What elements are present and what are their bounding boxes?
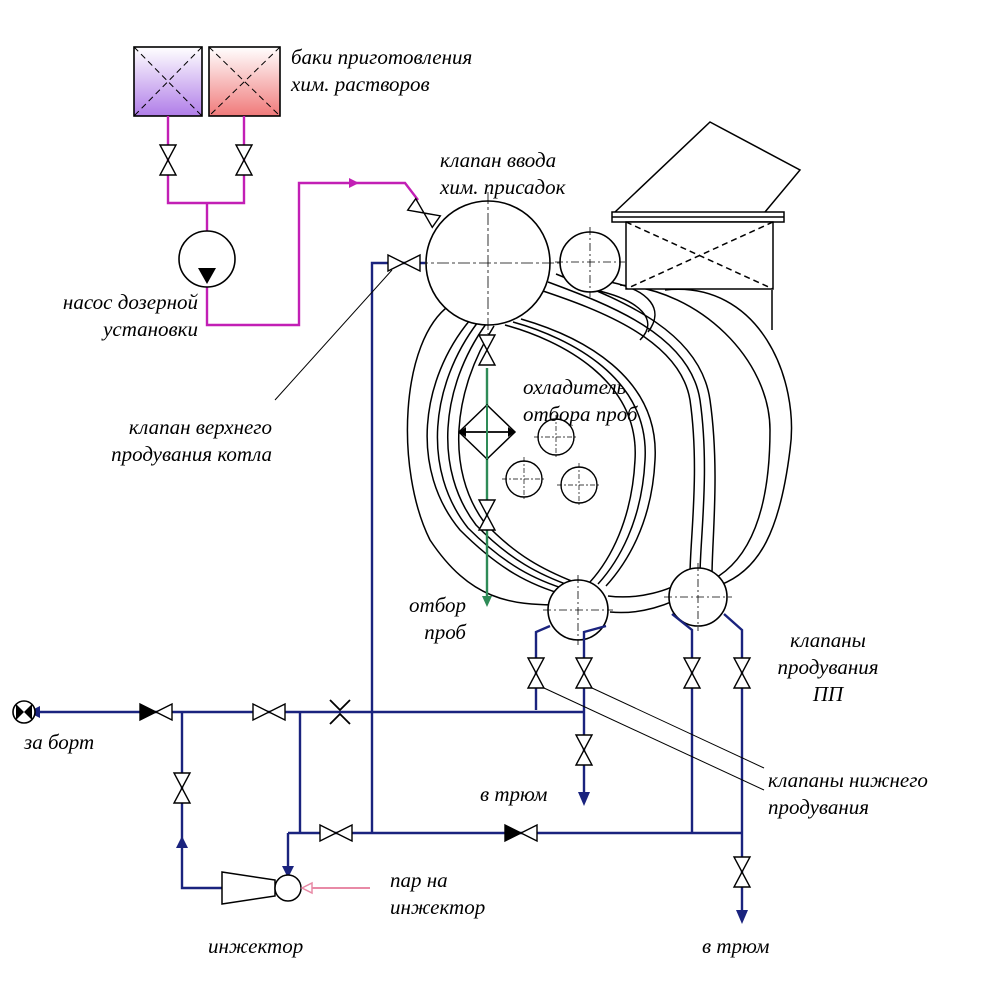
water-drum-right bbox=[664, 563, 732, 631]
overboard-outlet bbox=[12, 700, 36, 724]
bilge-right-label: в трюм bbox=[702, 934, 770, 958]
blowdown-line bbox=[38, 261, 744, 910]
pp-blowdown-valve-2 bbox=[733, 657, 751, 689]
tank-valve-left bbox=[159, 144, 177, 176]
dosing-flow-arrow bbox=[349, 178, 359, 188]
leader-bottom-2 bbox=[543, 687, 765, 791]
sample-label: отбор проб bbox=[409, 593, 466, 644]
bottom-blowdown-valve-1 bbox=[527, 657, 545, 689]
bottom-valves-label: клапаны нижнего продувания bbox=[768, 768, 928, 819]
cooler-label: охладитель отбора проб bbox=[523, 375, 638, 426]
furnace-circles bbox=[505, 418, 598, 504]
overboard-valve bbox=[139, 703, 173, 721]
tanks-label: баки приготовления хим. растворов bbox=[291, 45, 473, 96]
dosing-pump bbox=[178, 230, 236, 288]
bilge-mid-label: в трюм bbox=[480, 782, 548, 806]
flow-arrows bbox=[28, 706, 748, 924]
pp-valves-label: клапаны продувания ПП bbox=[777, 628, 879, 706]
orifice bbox=[329, 699, 351, 725]
main-line-valve bbox=[252, 703, 286, 721]
top-blowdown-valve bbox=[387, 254, 421, 272]
chem-feed-valve bbox=[406, 197, 442, 229]
injector-suction-valve bbox=[319, 824, 353, 842]
bypass-valve bbox=[173, 772, 191, 804]
pp-blowdown-valve-1 bbox=[683, 657, 701, 689]
bilge-valve-mid bbox=[575, 734, 593, 766]
chem-valve-label: клапан ввода хим. присадок bbox=[440, 148, 566, 199]
dosing-line bbox=[166, 116, 419, 327]
chem-tank-violet bbox=[133, 46, 203, 117]
bilge-valve-right bbox=[733, 856, 751, 888]
steam-line bbox=[300, 881, 370, 895]
small-drum bbox=[555, 227, 625, 297]
tank-valve-right bbox=[235, 144, 253, 176]
pump-label: насос дозерной установки bbox=[62, 290, 198, 341]
injector bbox=[221, 871, 302, 905]
overboard-label: за борт bbox=[24, 730, 95, 754]
water-drum-left bbox=[543, 575, 613, 645]
chem-tank-red bbox=[208, 46, 281, 117]
leader-top-blowdown bbox=[274, 269, 393, 401]
top-blowdown-label: клапан верхнего продувания котла bbox=[111, 415, 272, 466]
sample-valve-top bbox=[478, 334, 496, 366]
sample-valve-bottom bbox=[478, 499, 496, 531]
sample-cooler bbox=[457, 403, 517, 461]
sample-line bbox=[482, 368, 492, 607]
leader-bottom-1 bbox=[591, 687, 765, 769]
bottom-line-valve bbox=[504, 824, 538, 842]
steam-label: пар на инжектор bbox=[390, 868, 486, 919]
injector-label: инжектор bbox=[208, 934, 304, 958]
bottom-blowdown-valve-2 bbox=[575, 657, 593, 689]
boiler bbox=[406, 273, 793, 614]
air-heater bbox=[611, 121, 802, 290]
steam-drum bbox=[416, 192, 560, 334]
